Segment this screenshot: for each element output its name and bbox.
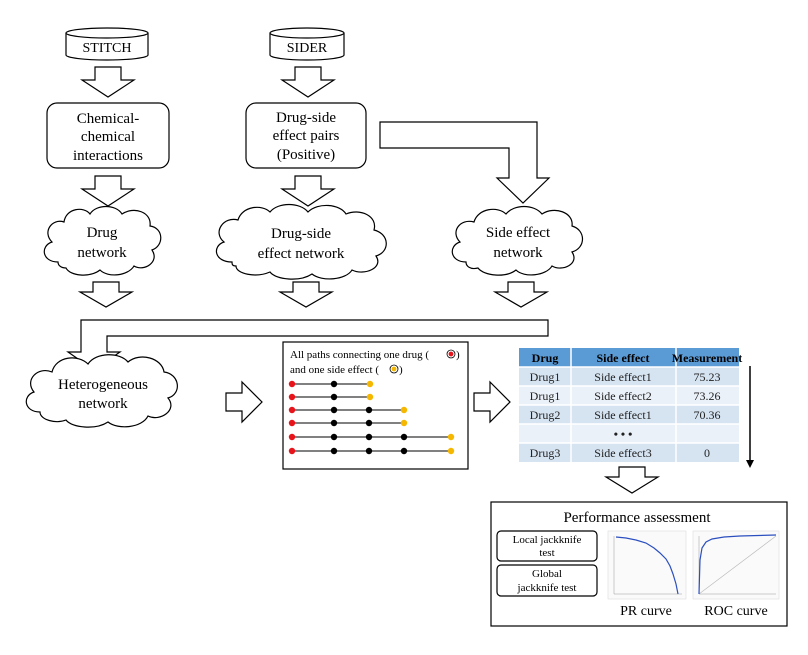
table-cell: Drug1 — [530, 389, 561, 403]
drug-side-effect-pairs-box: Drug-side effect pairs (Positive) — [245, 102, 367, 169]
path-row-6 — [288, 447, 455, 455]
table-cell: Side effect1 — [594, 408, 651, 422]
table-cell: Side effect2 — [594, 389, 651, 403]
dse-net-line1: Drug-side — [271, 226, 331, 242]
drug-legend-dot — [448, 351, 454, 357]
global-line2: jackknife test — [517, 582, 577, 594]
arrow-down-4 — [279, 175, 337, 207]
pairs-line2: effect pairs — [273, 128, 340, 144]
sider-label: SIDER — [287, 41, 328, 56]
path-row-4 — [288, 419, 408, 427]
arrow-down-1 — [79, 66, 137, 98]
local-jackknife-box — [496, 530, 598, 562]
chem-line2: chemical — [81, 129, 135, 145]
hetero-line1: Heterogeneous — [58, 377, 148, 393]
table-cell: 70.36 — [694, 408, 721, 422]
heterogeneous-network-cloud: Heterogeneous network — [25, 354, 178, 428]
paths-panel: All paths connecting one drug ( ) and on… — [282, 341, 469, 470]
local-line2: test — [539, 547, 554, 559]
pairs-line1: Drug-side — [276, 110, 336, 126]
pairs-line3: (Positive) — [277, 147, 335, 163]
local-line1: Local jackknife — [513, 534, 582, 546]
se-net-line2: network — [493, 245, 543, 261]
se-legend-dot — [391, 366, 397, 372]
path-row-2 — [288, 393, 374, 401]
arrow-right-2 — [473, 380, 511, 424]
table-cell: 75.23 — [694, 370, 721, 384]
pr-curve-label: PR curve — [620, 604, 672, 619]
arrow-down-5 — [77, 281, 135, 308]
se-net-line1: Side effect — [486, 225, 551, 241]
table-cell: 0 — [704, 446, 710, 460]
paths-caption-line2: and one side effect ( — [290, 364, 379, 376]
performance-title: Performance assessment — [563, 510, 711, 526]
chem-line3: interactions — [73, 148, 143, 164]
drug-network-cloud: Drug network — [43, 205, 162, 276]
measurement-table: Drug Side effect Measurement Drug1 Side … — [519, 348, 742, 462]
stitch-database: STITCH — [65, 27, 149, 61]
paths-caption-line1: All paths connecting one drug ( — [290, 349, 429, 361]
table-cell: 73.26 — [694, 389, 721, 403]
drug-net-line1: Drug — [87, 225, 118, 241]
roc-curve-thumbnail — [692, 530, 780, 600]
ranking-arrow — [746, 366, 754, 468]
drug-side-effect-network-cloud: Drug-side effect network — [215, 203, 387, 280]
stitch-label: STITCH — [83, 41, 132, 56]
table-cell: Side effect1 — [594, 370, 651, 384]
arrow-down-2 — [279, 66, 337, 98]
table-header-measurement: Measurement — [672, 351, 742, 365]
global-jackknife-box — [496, 564, 598, 597]
chem-line1: Chemical- — [77, 111, 139, 127]
table-cell: Side effect3 — [594, 446, 651, 460]
arrow-down-8 — [603, 466, 661, 494]
arrow-right-1 — [225, 380, 263, 424]
table-cell: Drug1 — [530, 370, 561, 384]
roc-curve-label: ROC curve — [704, 604, 767, 619]
sider-database: SIDER — [269, 27, 345, 61]
dse-net-line2: effect network — [258, 246, 345, 262]
bent-arrow — [379, 121, 551, 204]
hetero-line2: network — [78, 396, 128, 412]
side-effect-network-cloud: Side effect network — [451, 205, 584, 276]
paths-caption-line2-end: ) — [399, 364, 403, 376]
table-cell: Drug2 — [530, 408, 561, 422]
chemical-interactions-box: Chemical- chemical interactions — [46, 102, 170, 169]
global-line1: Global — [532, 568, 562, 580]
table-header-side-effect: Side effect — [597, 351, 650, 365]
drug-net-line2: network — [77, 245, 127, 261]
pr-curve-thumbnail — [607, 530, 687, 600]
table-ellipsis: • • • — [614, 427, 633, 441]
table-cell: Drug3 — [530, 446, 561, 460]
arrow-down-6 — [277, 281, 335, 308]
arrow-down-7 — [492, 281, 550, 308]
performance-panel: Performance assessment Local jackknife t… — [490, 501, 788, 627]
path-row-3 — [288, 406, 408, 414]
path-row-5 — [288, 433, 455, 441]
table-header-drug: Drug — [532, 351, 559, 365]
arrow-down-3 — [79, 175, 137, 207]
paths-caption-line1-end: ) — [456, 349, 460, 361]
path-row-1 — [288, 380, 374, 388]
